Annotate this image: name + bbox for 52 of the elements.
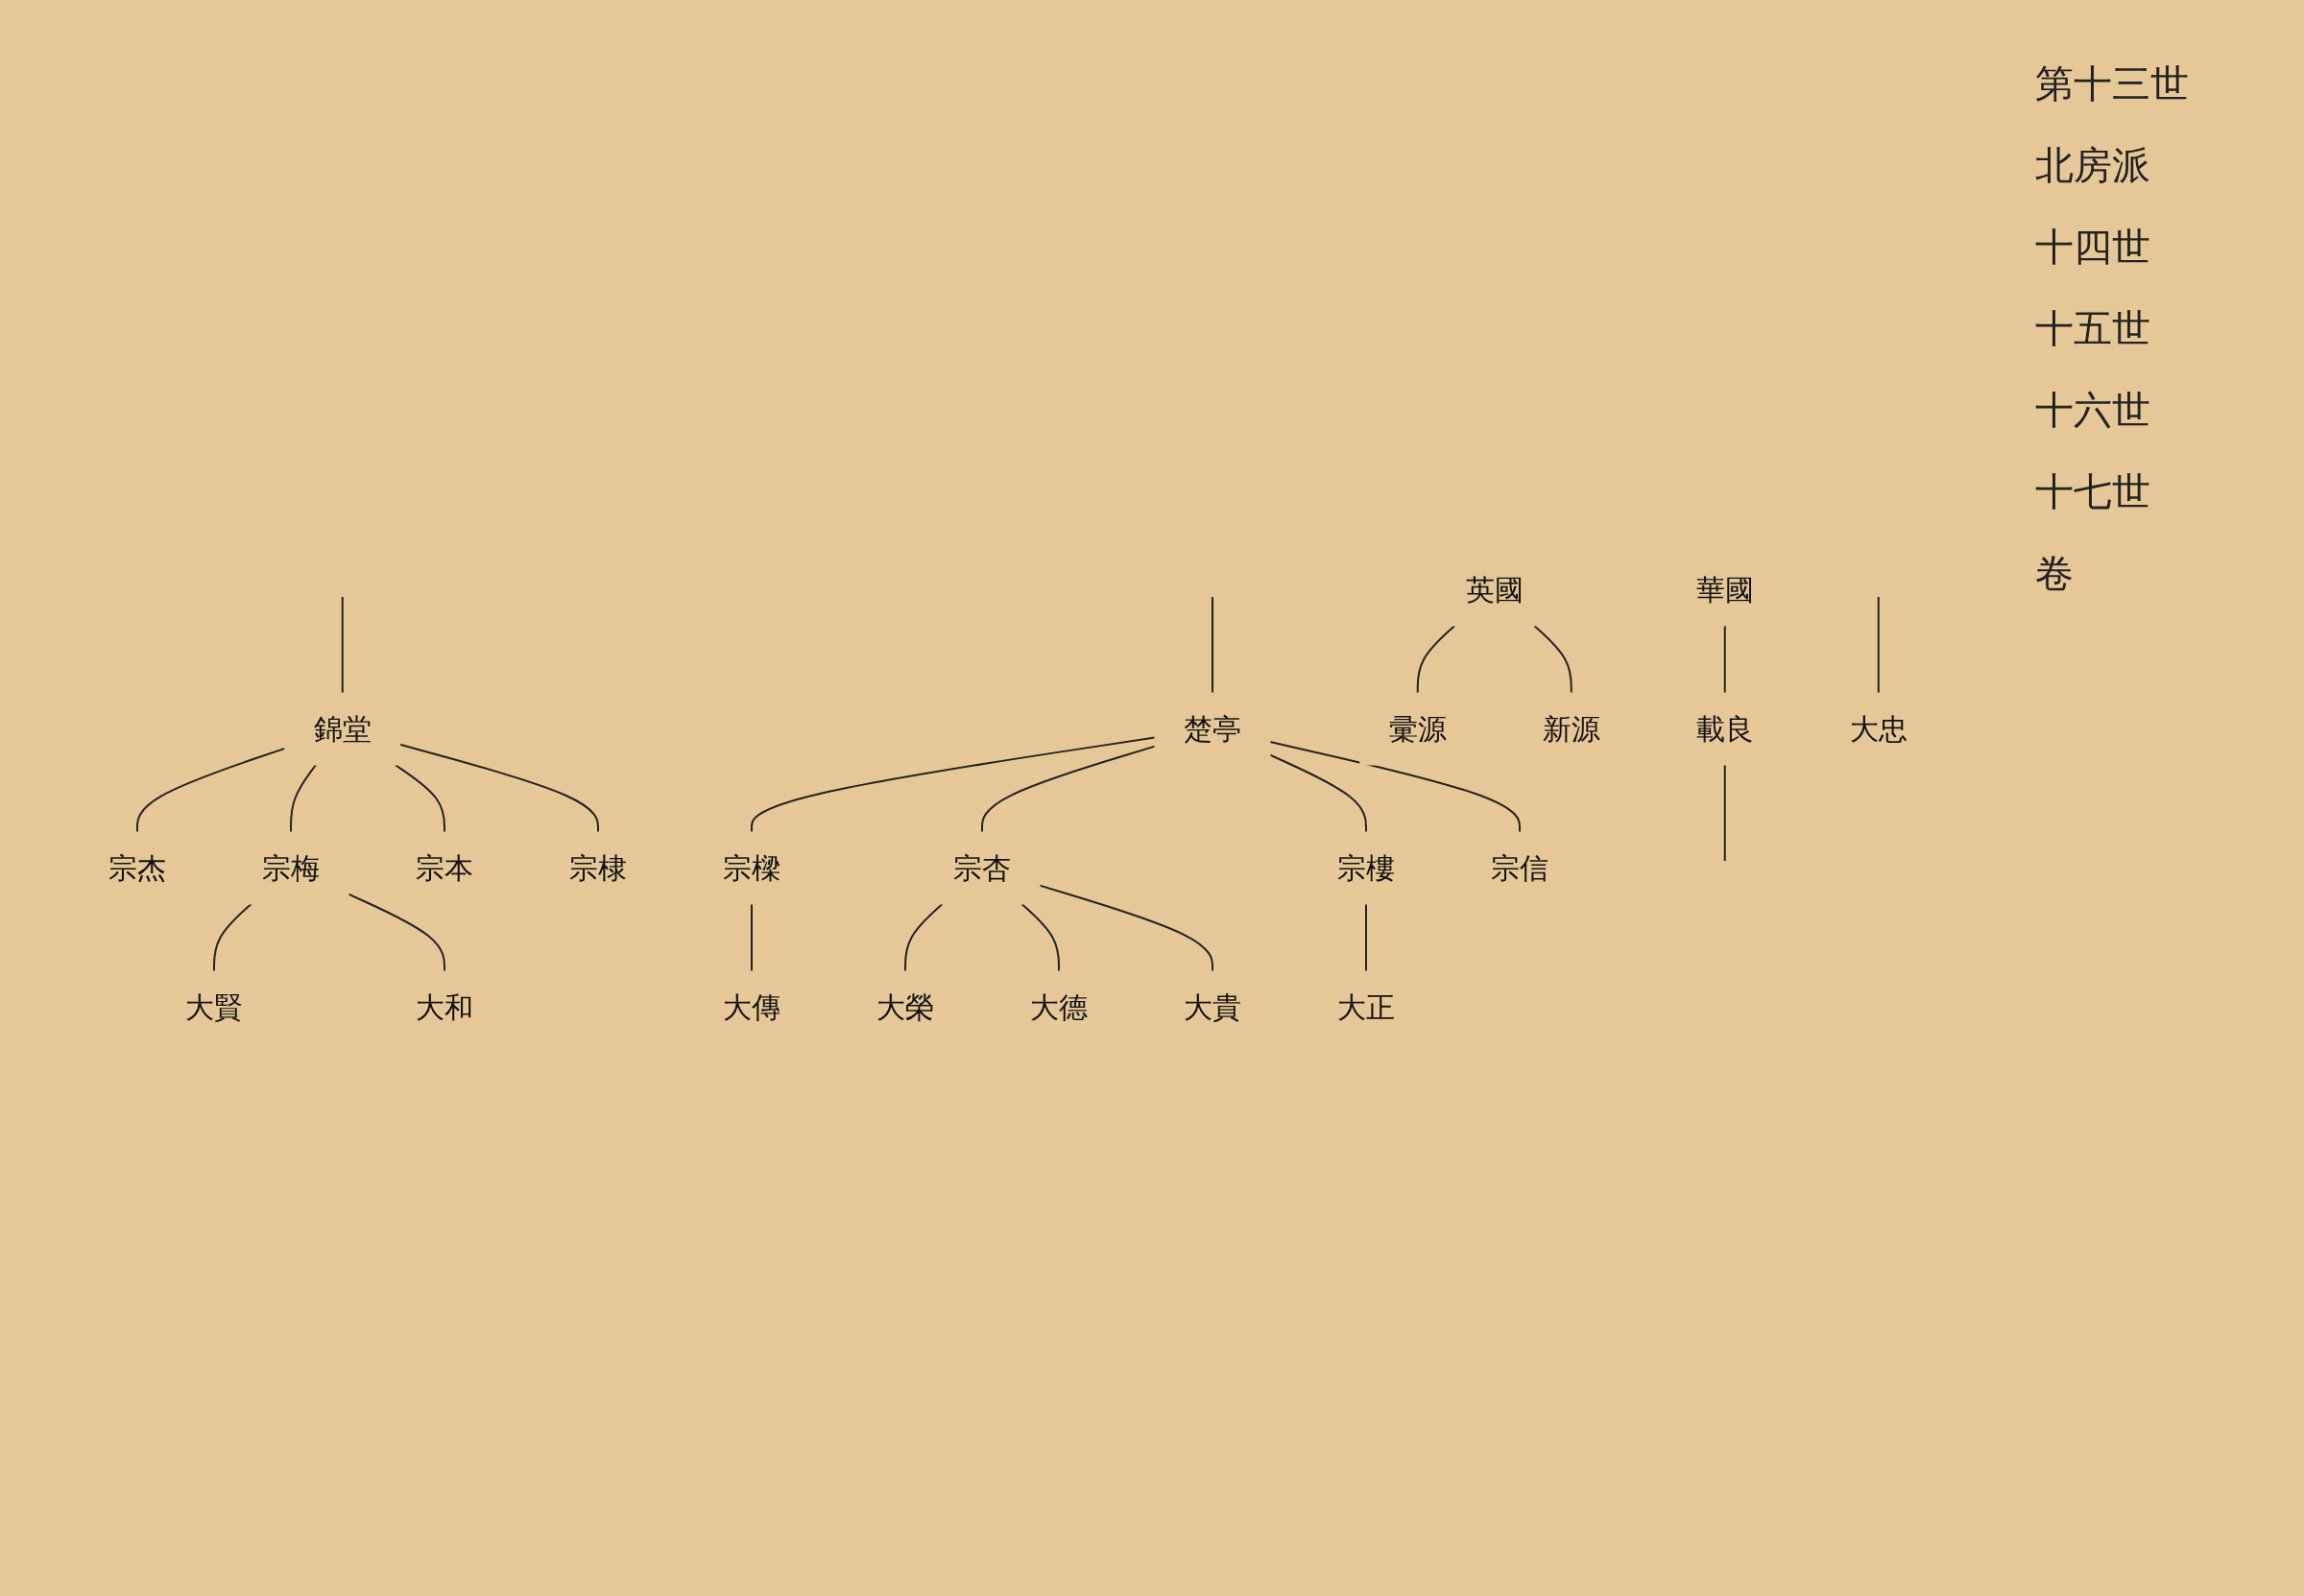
node-text: 大德 <box>1030 989 1089 1024</box>
generation-label: 第十三世 <box>2035 60 2189 107</box>
connector <box>136 747 286 833</box>
connector <box>1723 624 1726 694</box>
node-text: 宗信 <box>1491 850 1549 885</box>
generation-label: 十五世 <box>2035 305 2150 352</box>
connector <box>1533 624 1572 694</box>
connector <box>1020 902 1061 972</box>
connector <box>290 763 318 833</box>
connector <box>348 893 446 972</box>
node-text: 宗樓 <box>1337 850 1396 885</box>
node-text: 楚亭 <box>1184 711 1242 746</box>
node-text: 新源 <box>1542 711 1600 746</box>
connector <box>751 736 1157 833</box>
connector <box>1877 595 1880 694</box>
node-text: 宗杏 <box>953 850 1012 885</box>
generation-label: 十四世 <box>2035 224 2150 271</box>
node-text: 彚源 <box>1388 711 1447 746</box>
connector <box>1365 902 1368 972</box>
connector <box>904 902 944 972</box>
node-text: 宗梅 <box>262 850 321 885</box>
node-text: 大忠 <box>1849 711 1908 746</box>
node-text: 大賢 <box>185 989 244 1024</box>
generation-label: 十六世 <box>2035 387 2150 434</box>
node-text: 大正 <box>1337 989 1396 1024</box>
connector <box>981 745 1157 833</box>
node-text: 宗本 <box>416 850 474 885</box>
node-text: 載良 <box>1695 711 1754 746</box>
connector <box>1269 753 1368 833</box>
node-text: 大和 <box>416 989 474 1024</box>
node-text: 宗杰 <box>108 850 167 885</box>
node-text: 錦堂 <box>313 711 372 746</box>
node-text: 宗樑 <box>723 850 781 885</box>
connector <box>213 902 252 972</box>
generation-label: 卷 <box>2035 550 2074 597</box>
generation-label: 十七世 <box>2035 468 2150 515</box>
node-text: 大傳 <box>723 989 781 1024</box>
node-text: 英國 <box>1465 572 1524 607</box>
connector <box>398 743 600 833</box>
connector <box>341 595 344 694</box>
connector <box>1269 740 1522 833</box>
node-text: 華國 <box>1695 572 1754 607</box>
connector <box>1723 763 1726 862</box>
connector <box>394 763 446 833</box>
connector <box>1212 595 1214 694</box>
node-text: 大貴 <box>1184 989 1242 1024</box>
generation-label: 北房派 <box>2035 142 2150 189</box>
node-text: 宗棣 <box>569 850 628 885</box>
node-text: 大榮 <box>876 989 935 1024</box>
connector <box>751 902 754 972</box>
connector <box>1416 624 1456 694</box>
connector <box>1039 884 1214 972</box>
